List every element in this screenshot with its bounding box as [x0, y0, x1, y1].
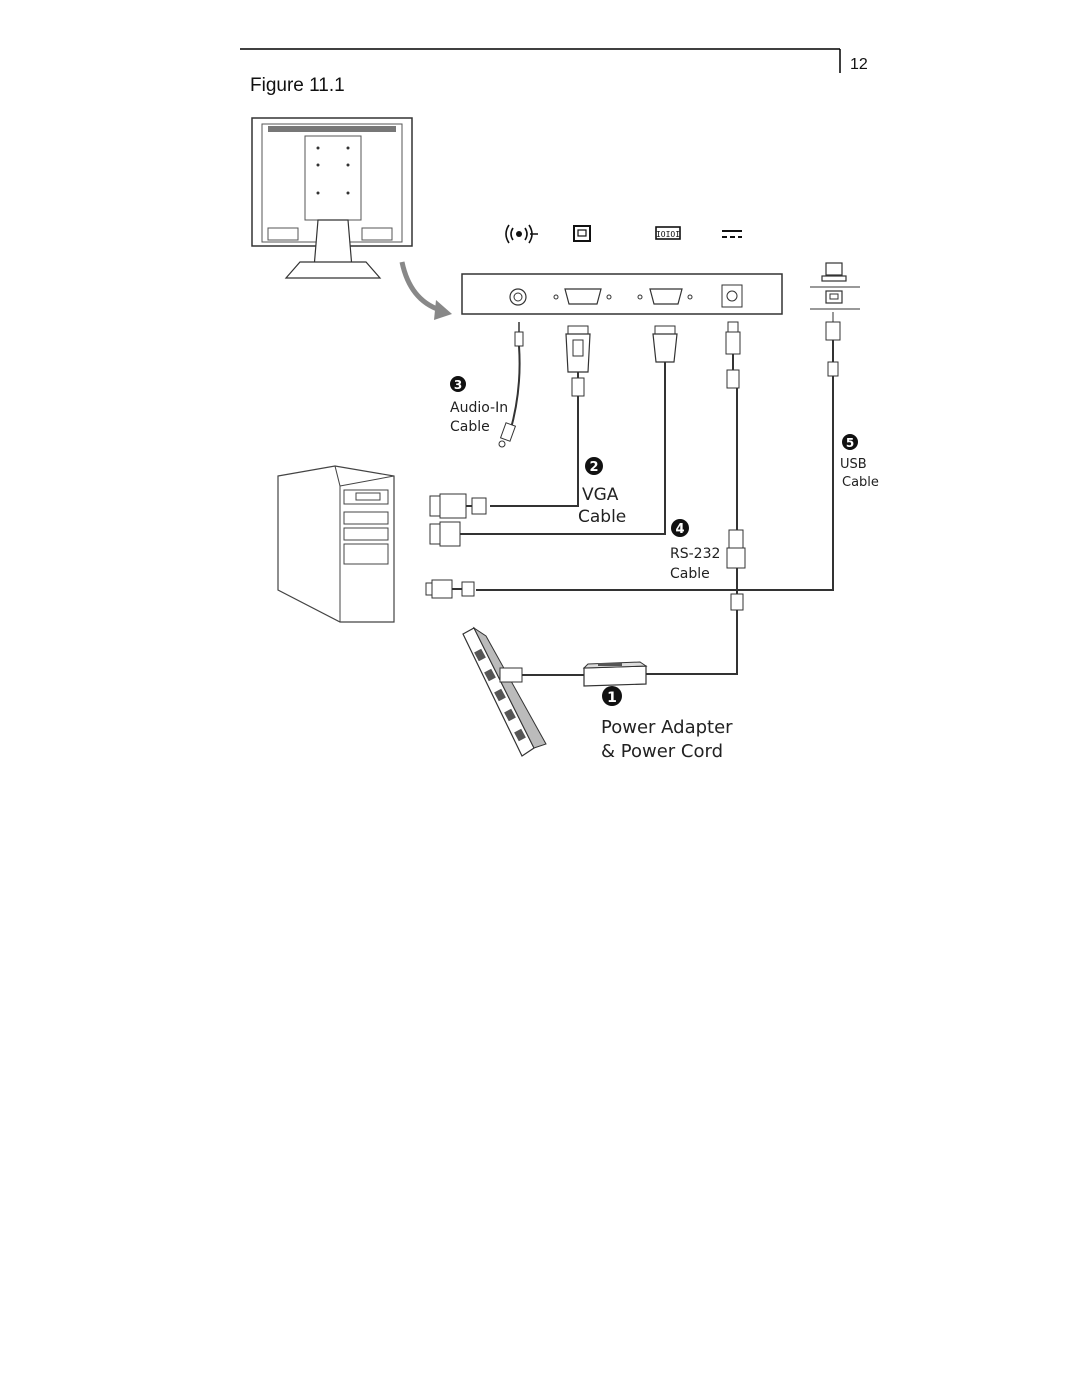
- callout-badge: [585, 457, 603, 475]
- callout-badge: [602, 686, 622, 706]
- callout-rs232: 4 RS-232 Cable: [670, 519, 720, 582]
- audio-in-cable: [498, 322, 524, 448]
- callout-label: Audio-In: [450, 400, 508, 416]
- curved-arrow-icon: [399, 261, 452, 320]
- callout-badge: [842, 434, 858, 450]
- callout-label-2: Cable: [670, 566, 710, 582]
- callout-number: 5: [846, 436, 854, 450]
- vga-port-icon: [573, 225, 591, 242]
- callout-label-2: & Power Cord: [601, 741, 723, 762]
- power-cord: [499, 667, 584, 683]
- power-adapter: [582, 661, 648, 687]
- rs232-cable: [429, 325, 678, 547]
- usb-host-icon: [810, 262, 860, 310]
- callout-number: 4: [675, 522, 684, 537]
- callout-badge: [671, 519, 689, 537]
- callout-label-2: Cable: [450, 419, 490, 435]
- serial-port-icon: IOIOI: [655, 226, 681, 240]
- dc-power-icon: [722, 230, 742, 238]
- dc-power-cable: [646, 321, 746, 675]
- monitor-port-panel: [461, 273, 783, 315]
- usb-cable: [425, 312, 841, 599]
- callout-label-2: Cable: [578, 507, 626, 527]
- audio-in-icon: [505, 224, 538, 244]
- callout-label: Power Adapter: [601, 717, 733, 738]
- callout-usb: 5 USB Cable: [840, 434, 879, 490]
- callout-label: USB: [840, 457, 867, 472]
- figure-title: Figure 11.1: [250, 75, 345, 96]
- callout-number: 2: [589, 460, 598, 475]
- callout-label: VGA: [582, 485, 619, 505]
- callout-number: 3: [454, 378, 462, 392]
- callout-badge: [450, 376, 466, 392]
- callout-audio-in: 3 Audio-In Cable: [450, 376, 508, 435]
- callout-label-2: Cable: [842, 475, 879, 490]
- callout-vga: 2 VGA Cable: [578, 457, 626, 527]
- monitor-rear-view: [251, 117, 413, 279]
- computer-tower: [277, 465, 395, 623]
- vga-cable: [429, 325, 591, 519]
- power-strip: [462, 626, 547, 757]
- callout-number: 1: [607, 690, 617, 706]
- page-number: 12: [850, 56, 868, 73]
- svg-text:IOIOI: IOIOI: [656, 230, 680, 239]
- callout-label: RS-232: [670, 546, 720, 562]
- callout-power: 1 Power Adapter & Power Cord: [601, 686, 733, 762]
